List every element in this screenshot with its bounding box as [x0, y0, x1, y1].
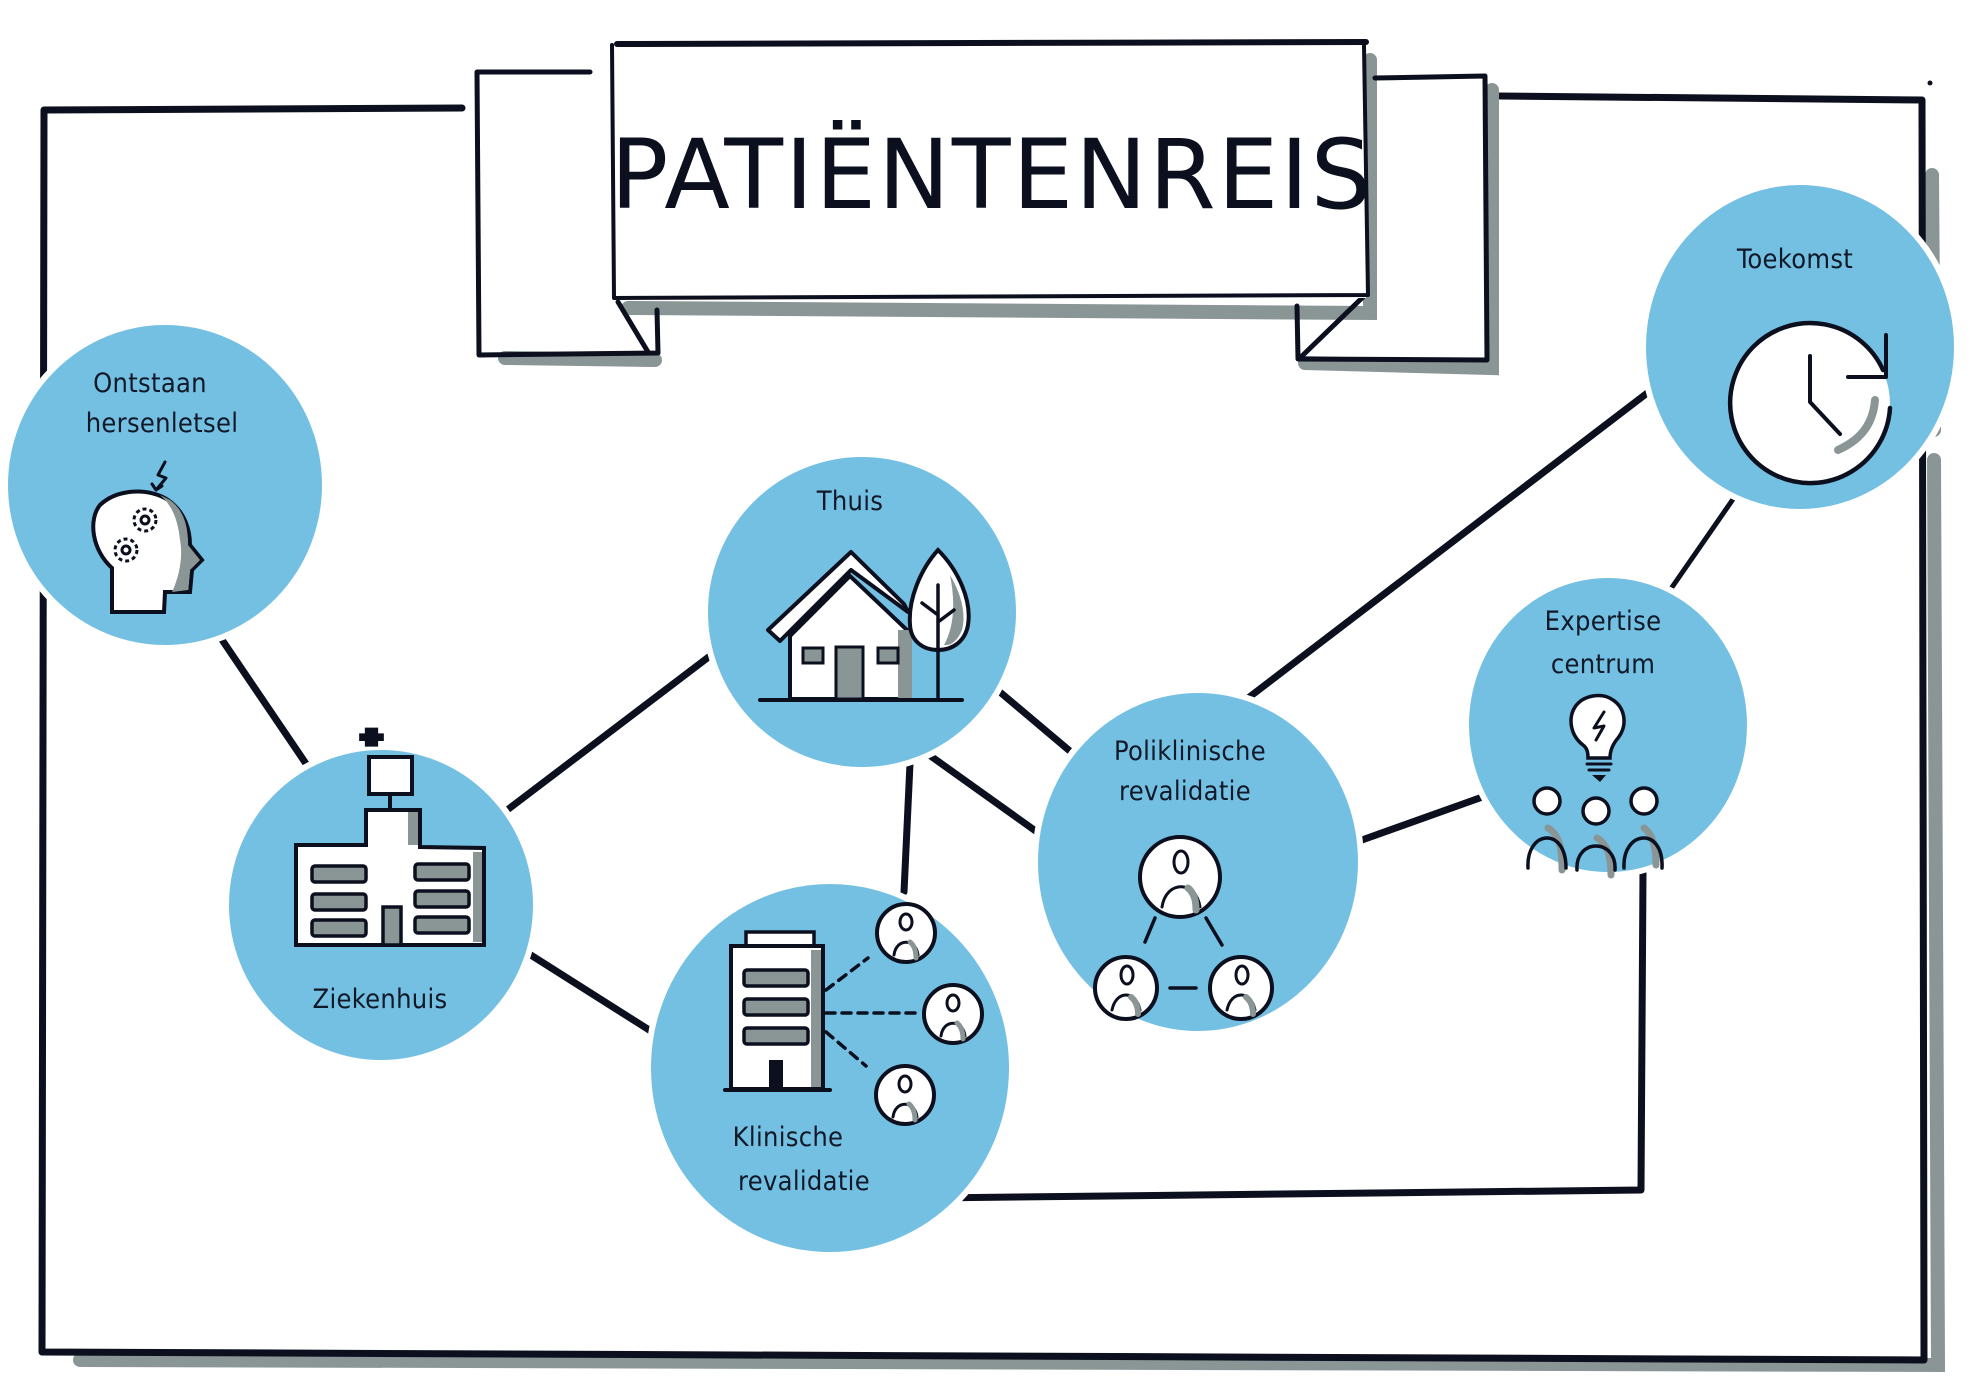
- node-label: Toekomst: [1736, 244, 1853, 275]
- edge-poliklinische-toekomst: [1231, 364, 1684, 712]
- lightbulb-group-icon: [1526, 693, 1664, 879]
- node-ziekenhuis: Ziekenhuis: [223, 727, 539, 1066]
- node-label: Ziekenhuis: [313, 984, 448, 1015]
- node-circle: [645, 878, 1015, 1258]
- node-thuis: Thuis: [702, 451, 1022, 773]
- node-toekomst: Toekomst: [1640, 179, 1960, 515]
- node-label: Thuis: [816, 486, 884, 517]
- node-label: centrum: [1551, 649, 1655, 680]
- edge-klinische-expertise: [926, 868, 1647, 1202]
- node-klinische-revalidatie: Klinische revalidatie: [645, 878, 1015, 1258]
- node-expertise-centrum: Expertise centrum: [1463, 572, 1753, 879]
- node-label: Ontstaan: [93, 368, 207, 399]
- person-icon: [875, 902, 937, 964]
- edge-thuis-klinische-poliklinische: [900, 738, 1055, 896]
- edge-ontstaan-ziekenhuis: [208, 621, 319, 781]
- node-label: Poliklinische: [1114, 736, 1266, 767]
- title-banner: PATIËNTENREIS: [474, 39, 1499, 376]
- frame: [38, 80, 1933, 1364]
- node-circle: [2, 319, 328, 651]
- edge-expertise-toekomst: [1665, 489, 1741, 596]
- node-label: hersenletsel: [86, 408, 239, 439]
- node-poliklinische-revalidatie: Poliklinische revalidatie: [1032, 687, 1364, 1037]
- hospital-icon: [294, 727, 486, 947]
- node-label: Klinische: [733, 1122, 844, 1153]
- node-label: revalidatie: [738, 1166, 870, 1197]
- banner-title: PATIËNTENREIS: [610, 119, 1373, 231]
- person-icon: [922, 983, 984, 1045]
- people-network-icon: [1093, 835, 1274, 1021]
- head-gears-icon: [91, 460, 205, 614]
- clock-refresh-icon: [1727, 320, 1893, 486]
- node-ontstaan-hersenletsel: Ontstaan hersenletsel: [2, 319, 328, 651]
- person-icon: [874, 1064, 936, 1126]
- ink-dot: [1927, 80, 1933, 86]
- node-label: Expertise: [1545, 606, 1662, 637]
- building-people-icon: [723, 902, 984, 1126]
- node-label: revalidatie: [1119, 776, 1251, 807]
- house-tree-icon: [758, 547, 971, 702]
- edge-ziekenhuis-thuis: [494, 636, 735, 821]
